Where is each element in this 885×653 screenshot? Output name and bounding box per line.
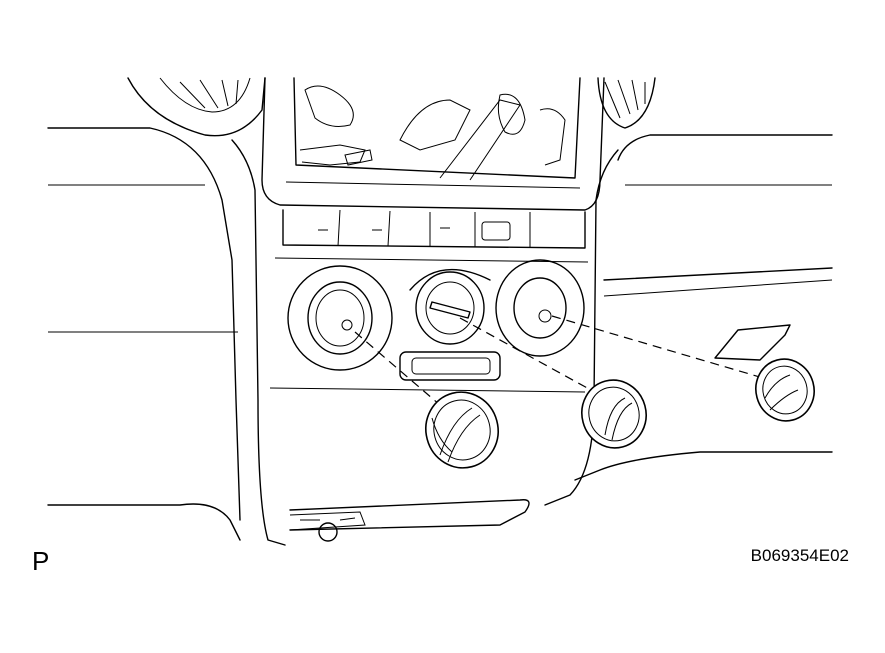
center-console-bezel (231, 77, 619, 546)
lower-console (289, 499, 530, 542)
knob-1 (425, 391, 499, 469)
view-mark-label: P (32, 546, 50, 576)
dashboard-left-panel (47, 127, 241, 541)
removal-direction-lines (354, 315, 771, 406)
left-air-vent (127, 77, 266, 137)
switch-row (282, 209, 586, 249)
panel-clip (714, 324, 791, 361)
center-knob-socket (409, 268, 491, 345)
figure-id-label: B069354E02 (750, 546, 849, 565)
control-panel-face (269, 257, 589, 393)
left-knob-socket (287, 265, 393, 371)
right-air-vent (597, 77, 656, 129)
right-knob-socket (495, 259, 585, 357)
knob-2 (581, 379, 647, 449)
console-opening-internals (293, 77, 581, 181)
dashboard-right-panel (574, 134, 833, 481)
knob-3 (755, 358, 815, 422)
